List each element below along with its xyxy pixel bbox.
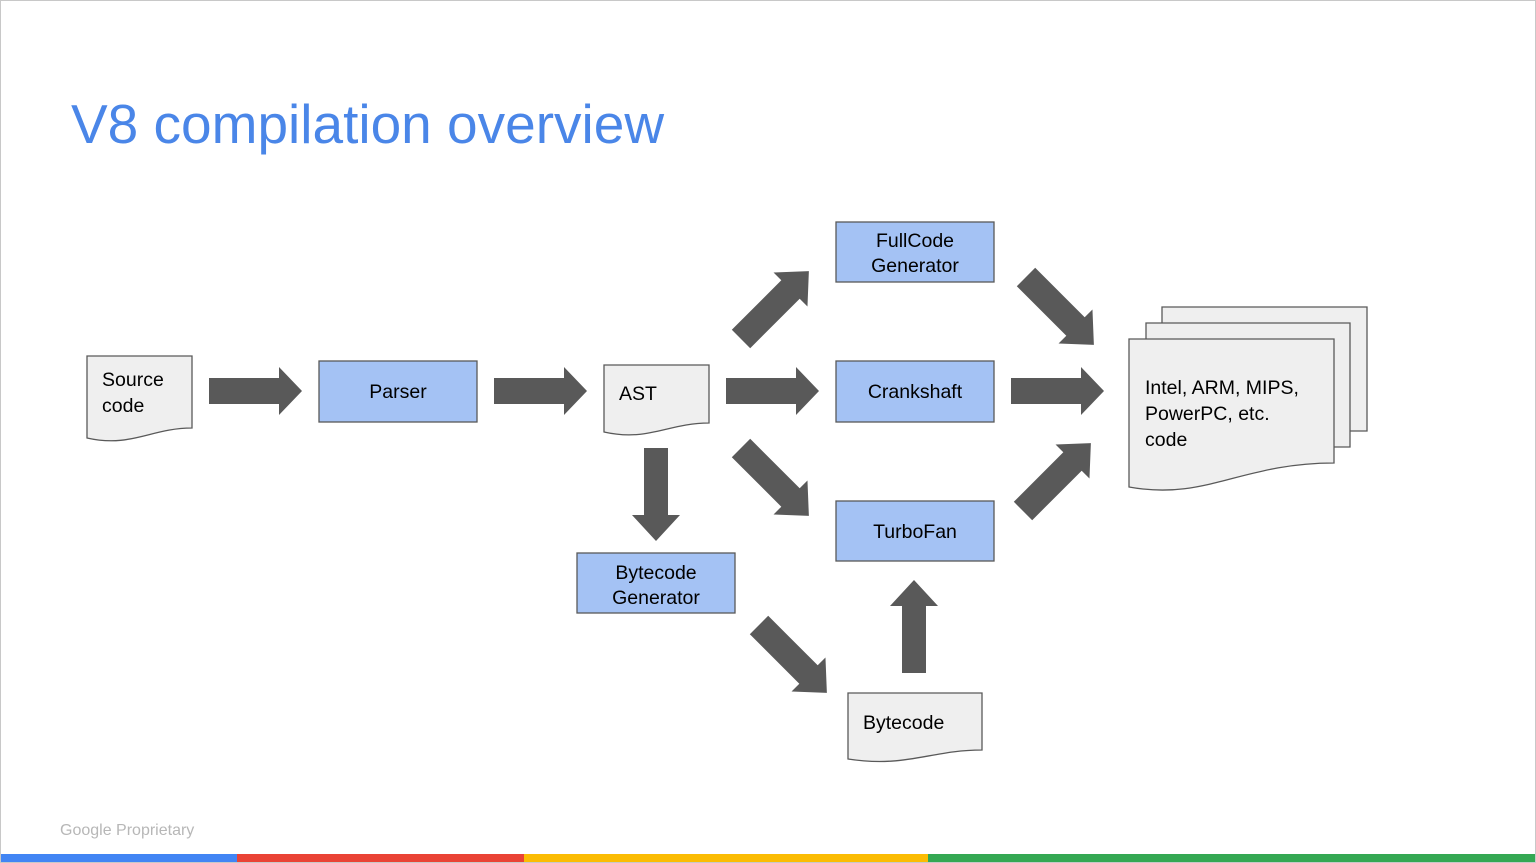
parser-node: Parser <box>318 360 478 423</box>
google-color-bar <box>1 854 1535 862</box>
fullcode-label-line2: Generator <box>871 255 959 277</box>
bytecode-label: Bytecode <box>863 712 944 734</box>
arrow-ast-to-bytecode-generator <box>632 448 680 541</box>
ast-label: AST <box>619 383 657 405</box>
bytecode-node: Bytecode <box>847 692 983 763</box>
turbofan-node: TurboFan <box>835 500 995 562</box>
color-bar-blue <box>1 854 237 862</box>
machine-code-node: Intel, ARM, MIPS, PowerPC, etc. code <box>1128 306 1368 491</box>
bytecode-generator-label-line1: Bytecode <box>615 562 696 584</box>
machine-code-label-line3: code <box>1145 429 1187 451</box>
ast-node: AST <box>603 364 710 436</box>
color-bar-green <box>928 854 1535 862</box>
color-bar-red <box>237 854 524 862</box>
color-bar-yellow <box>524 854 928 862</box>
arrow-ast-to-crankshaft <box>726 367 819 415</box>
arrow-ast-to-fullcode <box>731 271 809 349</box>
crankshaft-label: Crankshaft <box>868 381 963 403</box>
bytecode-generator-label-line2: Generator <box>612 587 700 609</box>
source-code-label-line1: Source <box>102 369 164 391</box>
arrow-crankshaft-to-code <box>1011 367 1104 415</box>
arrow-source-to-parser <box>209 367 302 415</box>
crankshaft-node: Crankshaft <box>835 360 995 423</box>
arrow-turbofan-to-code <box>1013 443 1091 521</box>
source-code-label-line2: code <box>102 395 144 417</box>
bytecode-generator-node: Bytecode Generator <box>576 552 736 614</box>
machine-code-label-line2: PowerPC, etc. <box>1145 403 1270 425</box>
arrow-ast-to-turbofan <box>731 438 809 516</box>
arrow-bytecode-to-turbofan <box>890 580 938 673</box>
parser-label: Parser <box>369 381 427 403</box>
footer-label: Google Proprietary <box>60 822 195 839</box>
machine-code-label-line1: Intel, ARM, MIPS, <box>1145 377 1299 399</box>
arrow-parser-to-ast <box>494 367 587 415</box>
fullcode-generator-node: FullCode Generator <box>835 221 995 283</box>
turbofan-label: TurboFan <box>873 521 957 543</box>
slide-title: V8 compilation overview <box>71 93 665 155</box>
source-code-node: Source code <box>86 355 193 442</box>
fullcode-label-line1: FullCode <box>876 230 954 252</box>
arrow-bytecode-generator-to-bytecode <box>749 615 827 693</box>
arrow-fullcode-to-code <box>1016 267 1094 345</box>
